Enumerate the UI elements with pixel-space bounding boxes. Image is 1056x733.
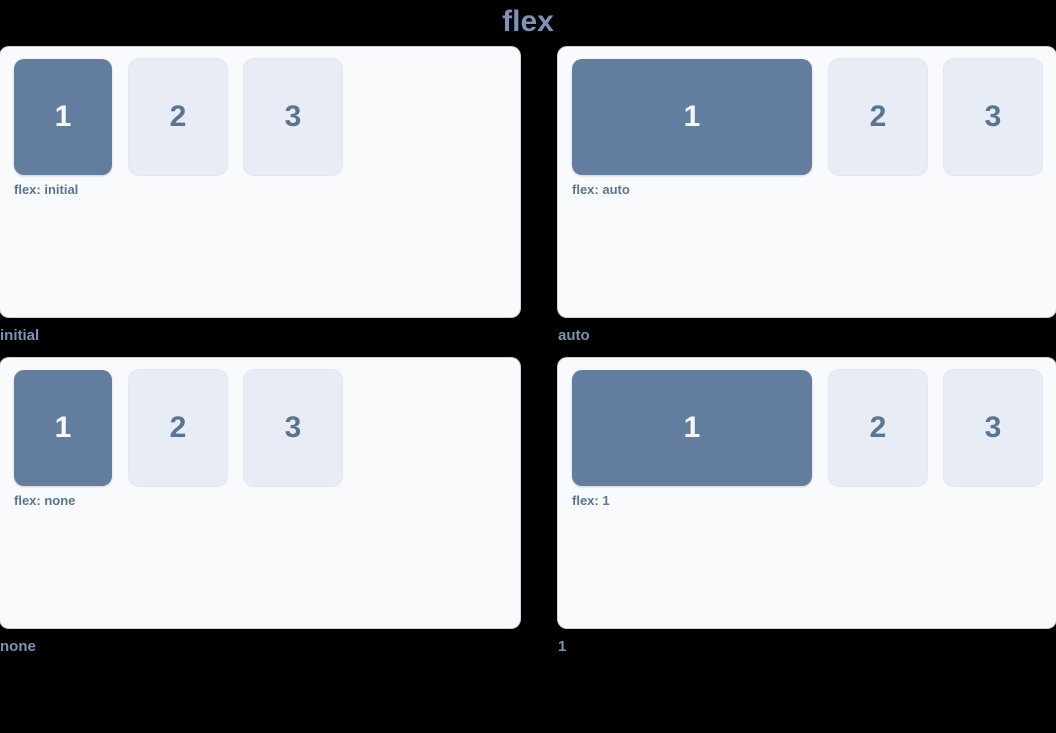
flex-item-2[interactable]: 2 [829, 59, 927, 175]
flex-property-note: flex: auto [572, 182, 630, 197]
flex-item-3[interactable]: 3 [944, 59, 1042, 175]
flex-item-1[interactable]: 1 [572, 370, 812, 486]
flex-item-label: 1 [54, 100, 72, 133]
flex-demo-grid: 1 2 3 flex: initial initial 1 2 [0, 47, 1056, 669]
flex-demo-caption: initial [0, 327, 40, 344]
flex-item-label: 2 [169, 411, 187, 444]
flex-item-2[interactable]: 2 [829, 370, 927, 486]
flex-item-2[interactable]: 2 [129, 59, 227, 175]
flex-container-one: 1 2 3 flex: 1 [558, 358, 1056, 628]
flex-demo-caption: 1 [558, 638, 567, 655]
flex-item-label: 2 [869, 411, 887, 444]
flex-item-1[interactable]: 1 [14, 370, 112, 486]
flex-row-none: 1 2 3 [14, 370, 506, 486]
flex-item-label: 3 [284, 411, 302, 444]
flex-item-3[interactable]: 3 [244, 59, 342, 175]
flex-item-label: 3 [984, 411, 1002, 444]
flex-item-2[interactable]: 2 [129, 370, 227, 486]
flex-container-auto: 1 2 3 flex: auto [558, 47, 1056, 317]
flex-demo-one: 1 2 3 flex: 1 1 [538, 358, 1056, 669]
flex-container-initial: 1 2 3 flex: initial [0, 47, 520, 317]
flex-item-1[interactable]: 1 [14, 59, 112, 175]
flex-demo-none: 1 2 3 flex: none none [0, 358, 520, 669]
flex-container-none: 1 2 3 flex: none [0, 358, 520, 628]
flex-item-1[interactable]: 1 [572, 59, 812, 175]
flex-item-label: 1 [54, 411, 72, 444]
flex-row-initial: 1 2 3 [14, 59, 506, 175]
flex-item-label: 3 [984, 100, 1002, 133]
flex-item-label: 3 [284, 100, 302, 133]
flex-demo-auto: 1 2 3 flex: auto auto [538, 47, 1056, 358]
flex-demo-caption: none [0, 638, 36, 655]
flex-demo-initial: 1 2 3 flex: initial initial [0, 47, 520, 358]
page-title: flex [502, 5, 554, 38]
flex-property-note: flex: initial [14, 182, 79, 197]
flex-demo-caption: auto [558, 327, 590, 344]
flex-item-3[interactable]: 3 [944, 370, 1042, 486]
flex-item-label: 1 [683, 100, 701, 133]
flex-property-note: flex: 1 [572, 493, 610, 508]
flex-item-3[interactable]: 3 [244, 370, 342, 486]
flex-item-label: 2 [169, 100, 187, 133]
flex-row-one: 1 2 3 [572, 370, 1042, 486]
flex-property-note: flex: none [14, 493, 76, 508]
flex-item-label: 1 [683, 411, 701, 444]
flex-item-label: 2 [869, 100, 887, 133]
flex-row-auto: 1 2 3 [572, 59, 1042, 175]
